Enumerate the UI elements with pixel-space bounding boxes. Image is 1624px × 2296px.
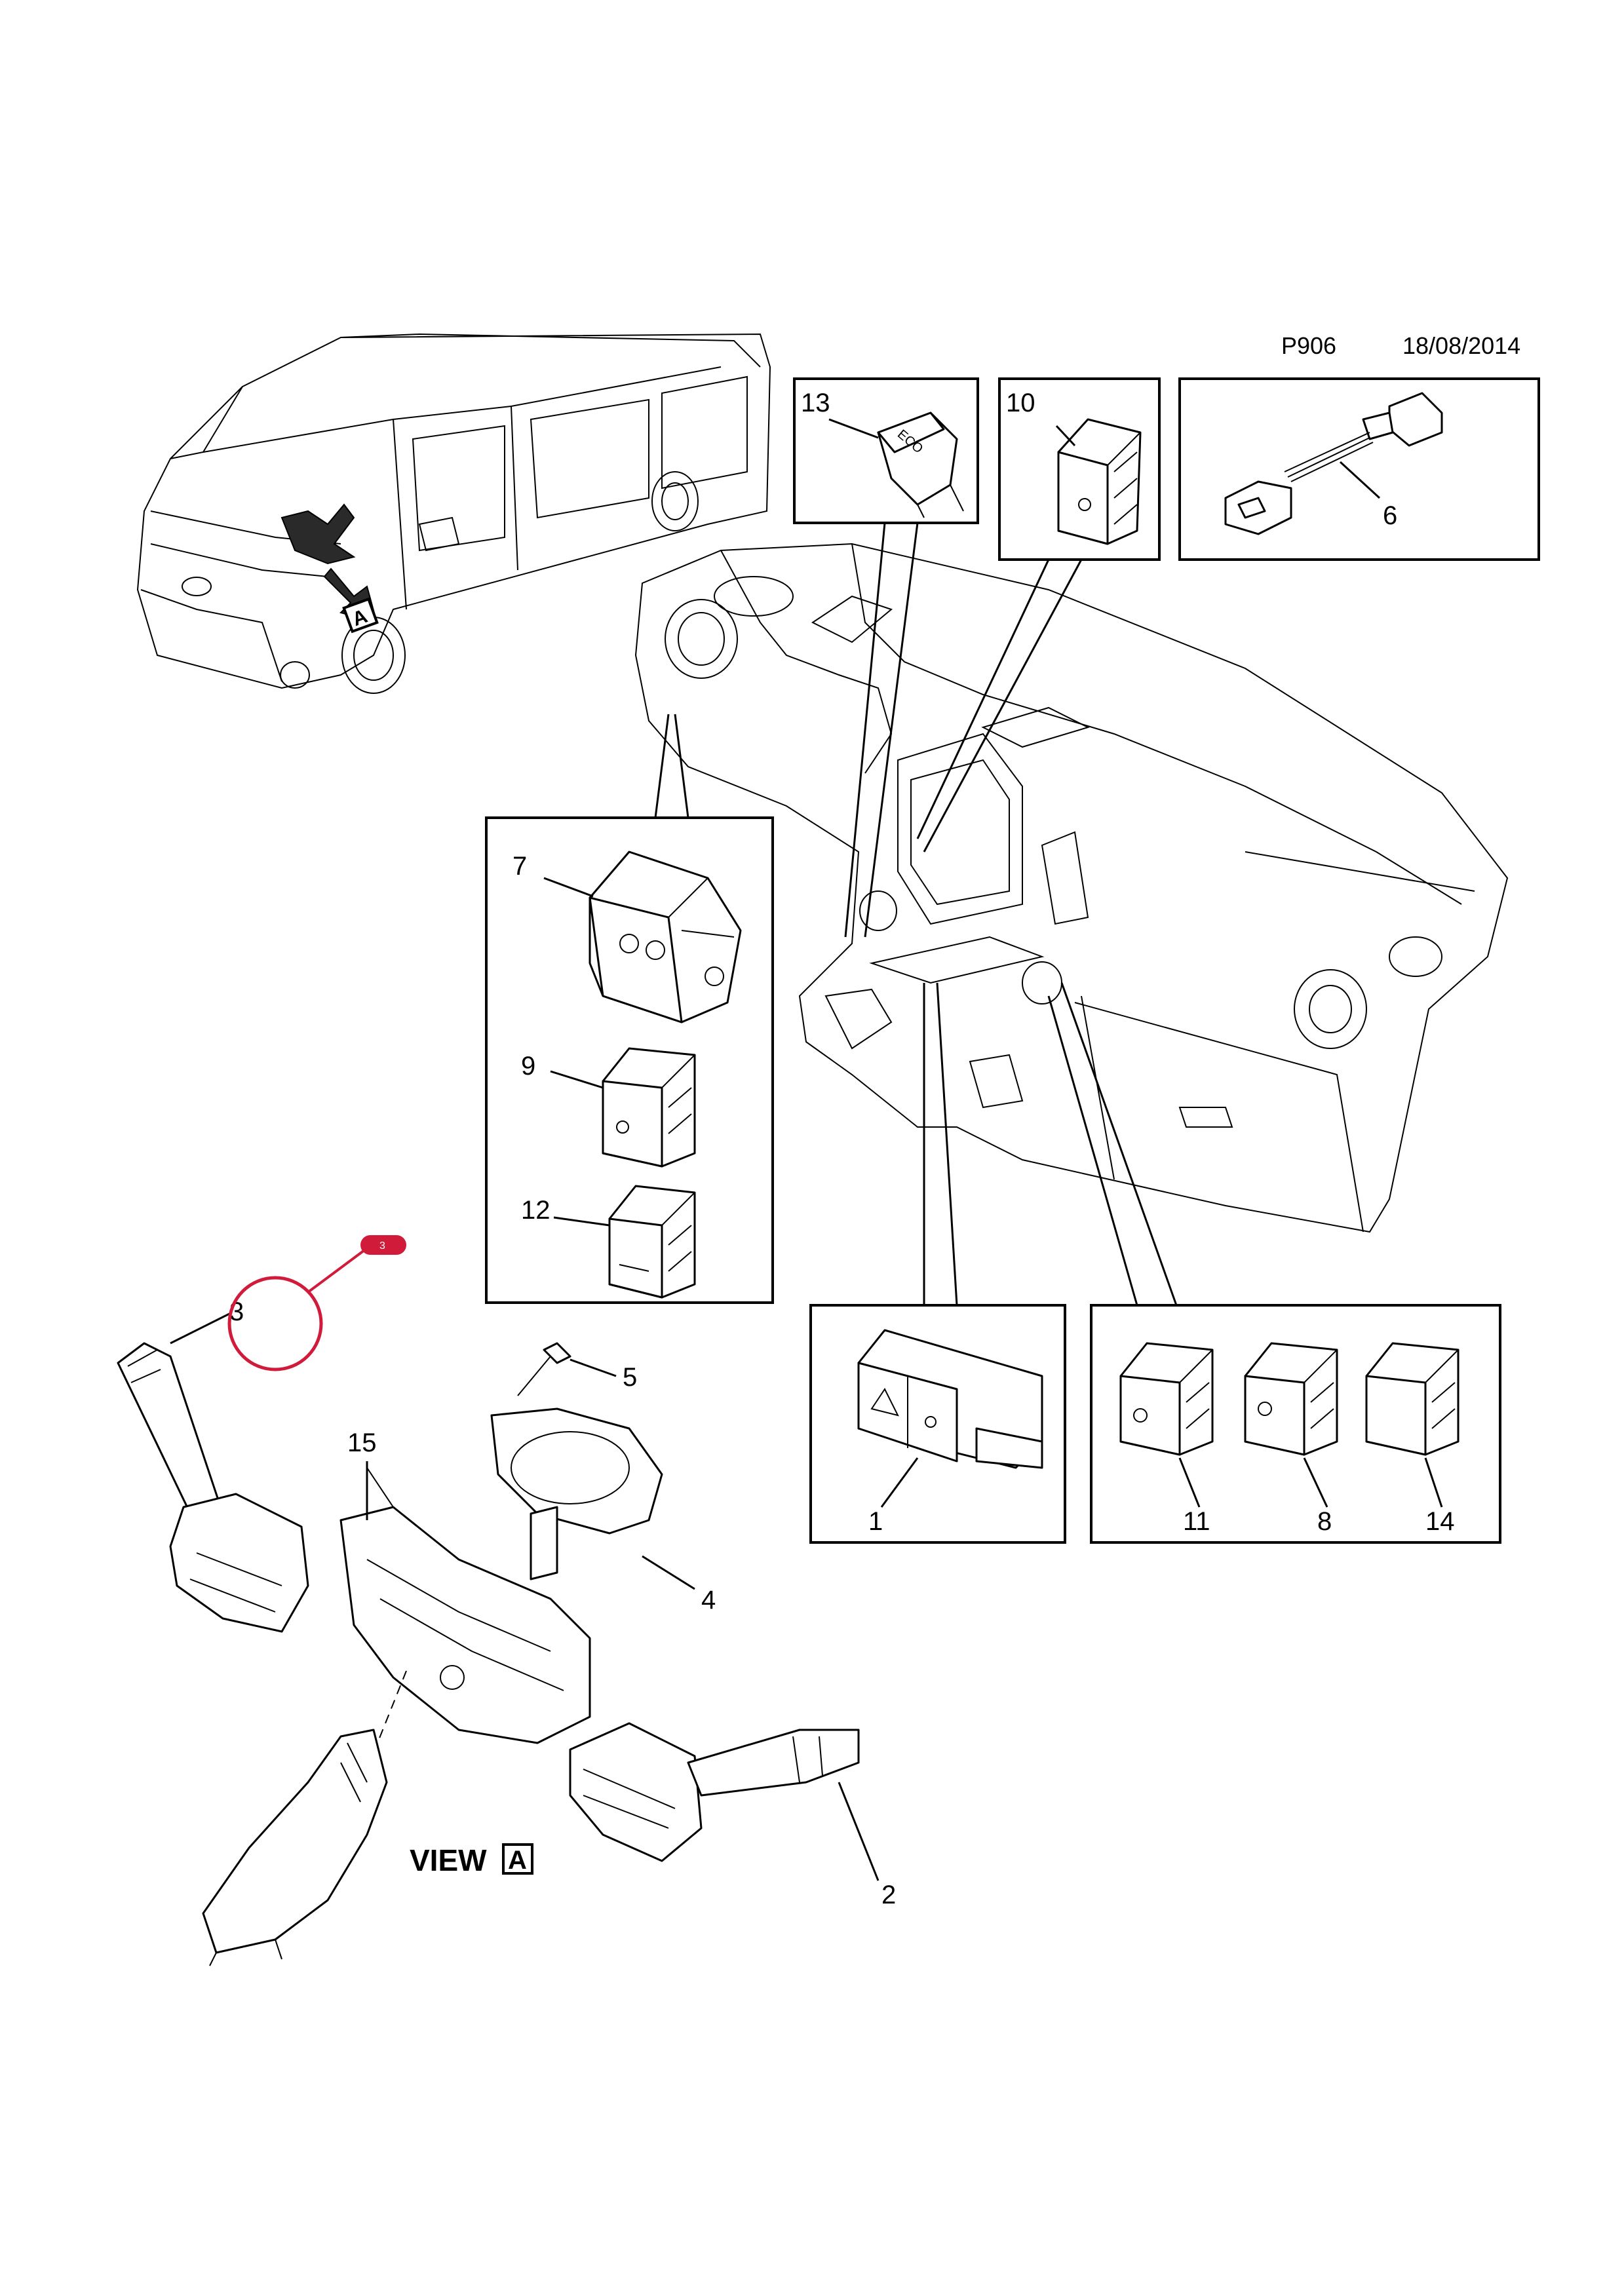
highlight-badge-text: 3 bbox=[379, 1240, 385, 1252]
callout-9: 9 bbox=[521, 1052, 535, 1081]
wiring-harness-6 bbox=[1224, 392, 1443, 535]
callout-10: 10 bbox=[1006, 389, 1035, 417]
callout-11: 11 bbox=[1183, 1507, 1210, 1536]
steering-shaft bbox=[202, 1670, 407, 1966]
callout-5: 5 bbox=[623, 1363, 637, 1392]
steering-column-silhouette bbox=[280, 503, 356, 565]
switch-9 bbox=[602, 1047, 696, 1168]
van-illustration: A bbox=[136, 333, 771, 694]
callout-15: 15 bbox=[347, 1428, 377, 1457]
callout-14: 14 bbox=[1425, 1507, 1455, 1536]
combination-switch-15 bbox=[339, 1467, 591, 1744]
highlight-marker: 3 bbox=[227, 1235, 406, 1371]
eco-switch: ECO bbox=[877, 411, 964, 518]
callout-8: 8 bbox=[1317, 1507, 1332, 1536]
callout-1: 1 bbox=[868, 1507, 883, 1536]
highlight-badge bbox=[360, 1235, 406, 1255]
callout-4: 4 bbox=[701, 1586, 716, 1615]
diagram-date: 18/08/2014 bbox=[1402, 332, 1520, 359]
view-letter-box bbox=[502, 1843, 533, 1875]
switch-12 bbox=[608, 1185, 696, 1299]
callout-2: 2 bbox=[881, 1881, 896, 1909]
view-label: VIEW bbox=[410, 1843, 487, 1877]
diagram-code: P906 bbox=[1281, 332, 1336, 359]
switch-14 bbox=[1365, 1342, 1460, 1456]
callout-6: 6 bbox=[1383, 501, 1397, 530]
callout-12: 12 bbox=[521, 1196, 551, 1225]
switch-11 bbox=[1119, 1342, 1214, 1456]
callout-13: 13 bbox=[801, 389, 830, 417]
clock-spring-4 bbox=[490, 1407, 663, 1580]
inset-box-6 bbox=[1178, 377, 1540, 561]
screw-5 bbox=[517, 1342, 571, 1396]
hazard-switch bbox=[857, 1329, 1043, 1469]
switch-7 bbox=[589, 851, 742, 1024]
callout-7: 7 bbox=[512, 852, 527, 881]
wiper-lever-3 bbox=[117, 1342, 309, 1633]
switch-10 bbox=[1057, 418, 1142, 545]
light-lever-2 bbox=[569, 1722, 860, 1862]
switch-8 bbox=[1244, 1342, 1338, 1456]
view-letter: A bbox=[508, 1846, 527, 1875]
highlight-circle bbox=[227, 1276, 323, 1371]
